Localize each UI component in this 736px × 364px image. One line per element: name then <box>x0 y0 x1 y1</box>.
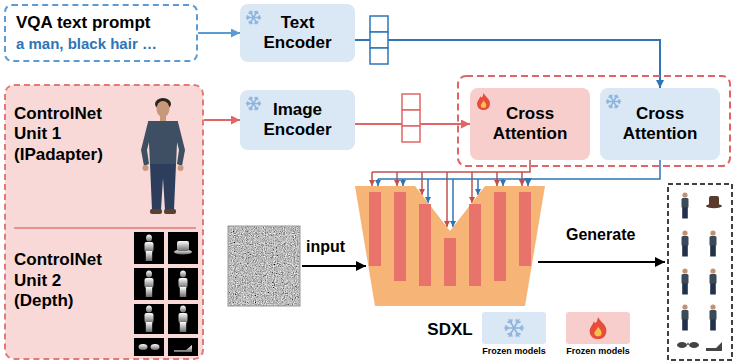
legend-entry: Frozen models <box>482 312 546 356</box>
unet-body <box>355 186 545 306</box>
controlnet-panel: ControlNet Unit 1 (IPadapter) ControlNet … <box>4 84 204 360</box>
node-title: Image Encoder <box>256 100 340 141</box>
node-title: Cross Attention <box>614 104 706 145</box>
icon <box>605 93 622 110</box>
panel-fill <box>5 85 203 359</box>
node-title: VQA text prompt <box>16 13 150 33</box>
output-frame <box>668 184 732 360</box>
output-images <box>677 192 722 351</box>
fire-icon <box>590 317 607 339</box>
arrow-connector <box>528 160 660 186</box>
encoder-box: Image Encoder <box>240 90 355 150</box>
person-image <box>141 98 185 214</box>
icon <box>475 93 492 110</box>
noise-frame <box>228 226 300 306</box>
attention-region <box>458 76 730 166</box>
attention-box: Cross Attention <box>600 88 720 160</box>
unet-block <box>419 204 431 286</box>
unet-shape <box>355 186 545 310</box>
arrow-connector <box>522 160 530 186</box>
arrow-connector <box>198 32 240 34</box>
icon <box>245 95 262 112</box>
icon <box>245 9 262 26</box>
arrow-connector <box>204 119 240 121</box>
legend-text: Frozen models <box>566 346 630 356</box>
icon <box>503 317 525 339</box>
legend-entry: Frozen models <box>566 312 630 356</box>
unet-block <box>394 192 406 281</box>
node-title: Text Encoder <box>256 13 340 54</box>
snowflake-icon <box>247 97 261 109</box>
unet-block <box>469 204 481 286</box>
encoder-box: Text Encoder <box>240 4 355 62</box>
arrow-label: Generate <box>566 226 635 244</box>
snowflake-icon <box>247 11 261 23</box>
node-text: a man, black hair … <box>16 35 157 53</box>
attention-box: Cross Attention <box>470 88 590 160</box>
snowflake-icon <box>607 95 621 107</box>
depth-maps <box>134 232 198 356</box>
snowflake-icon <box>505 320 524 336</box>
noise-image <box>228 226 300 306</box>
image-embedding <box>402 94 420 142</box>
panel-divider <box>14 227 196 229</box>
legend-text: Frozen models <box>482 346 546 356</box>
fire-icon <box>477 93 490 110</box>
unet-block <box>369 192 381 266</box>
legend-swatch <box>566 312 630 344</box>
icon <box>587 317 609 339</box>
arrow-label: input <box>306 238 345 256</box>
prompt-box: VQA text prompt a man, black hair … <box>4 4 198 62</box>
node-title: ControlNet Unit 1 (IPadapter) <box>14 104 118 165</box>
node-text: ControlNet Unit 2 (Depth) <box>14 250 118 311</box>
arrow-connector <box>355 40 660 88</box>
text-embedding <box>370 16 388 64</box>
unet-block <box>519 192 531 266</box>
unet-block <box>494 192 506 281</box>
input-arrow <box>302 265 366 267</box>
generate-arrow <box>538 261 665 263</box>
unet-block <box>444 238 456 286</box>
legend-swatch <box>482 312 546 344</box>
node-title: Cross Attention <box>484 104 576 145</box>
